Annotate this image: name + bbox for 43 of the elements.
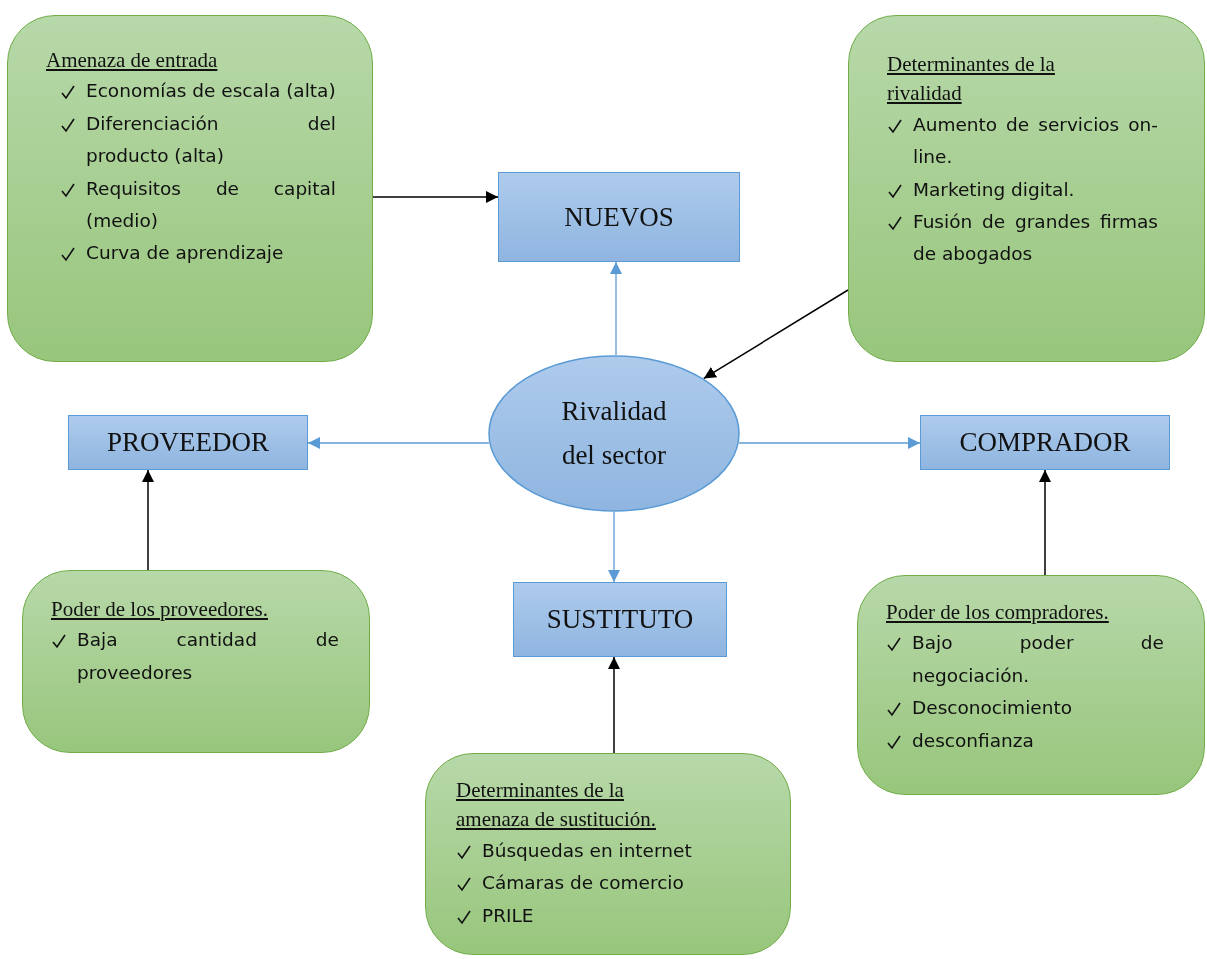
arrow	[1039, 469, 1051, 576]
arrow	[610, 261, 622, 356]
list-item: Desconocimiento	[912, 696, 1073, 721]
node-label: Rivalidad del sector	[560, 395, 668, 472]
process-box	[920, 415, 1170, 470]
node-label: NUEVOS	[564, 201, 674, 233]
arrow	[608, 656, 620, 754]
card-heading: Determinantes de la amenaza de sustitución.	[456, 777, 657, 834]
list-item: Requisitos de capital (medio)	[86, 176, 336, 233]
list-item: Diferenciación del producto (alta)	[86, 111, 336, 169]
arrow	[142, 469, 154, 571]
ellipse-node	[488, 355, 740, 512]
list-item: Búsquedas en internet	[482, 838, 693, 863]
list-item: Aumento de servicios on-line.	[913, 112, 1158, 170]
arrow	[372, 191, 499, 203]
arrow	[738, 437, 921, 449]
list-item: desconfianza	[912, 728, 1035, 753]
node-label: COMPRADOR	[959, 427, 1131, 458]
list-item: Economías de escala (alta)	[86, 79, 336, 104]
note-card	[848, 15, 1205, 362]
list-item: PRILE	[482, 903, 535, 928]
arrow	[307, 437, 490, 449]
list-item: Curva de aprendizaje	[86, 241, 285, 266]
arrow	[608, 511, 620, 583]
list-item: Baja cantidad de proveedores	[77, 628, 339, 685]
card-heading: Determinantes de la rivalidad	[887, 51, 1056, 108]
card-heading: Poder de los proveedores.	[51, 596, 269, 623]
arrow	[703, 289, 849, 380]
process-box	[513, 582, 727, 657]
note-card	[7, 15, 373, 362]
list-item: Bajo poder de negociación.	[912, 631, 1164, 688]
list-item: Cámaras de comercio	[482, 871, 685, 896]
list-item: Marketing digital.	[913, 177, 1076, 202]
process-box	[498, 172, 740, 262]
note-card	[22, 570, 370, 753]
node-label: SUSTITUTO	[546, 604, 694, 635]
note-card	[425, 753, 791, 955]
process-box	[68, 415, 308, 470]
list-item: Fusión de grandes firmas de abogados	[913, 209, 1158, 267]
card-heading: Poder de los compradores.	[886, 599, 1110, 626]
note-card	[857, 575, 1205, 795]
card-heading: Amenaza de entrada	[46, 47, 219, 74]
node-label: PROVEEDOR	[107, 427, 269, 458]
